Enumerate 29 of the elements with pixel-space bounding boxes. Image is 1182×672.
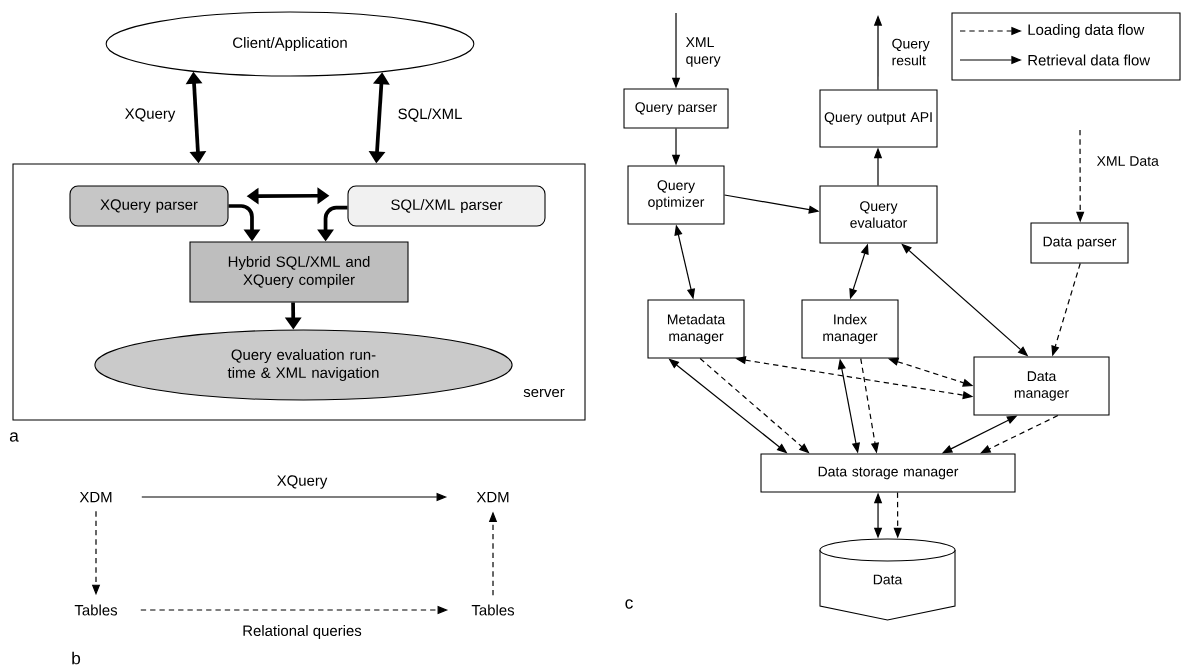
term-label: Tables (471, 604, 515, 616)
term-label: XDM (476, 491, 509, 503)
panel-letter: c (625, 599, 633, 609)
process-box: Data parser (1030, 222, 1129, 264)
edge-label: Relational queries (240, 623, 364, 641)
legend-entry: Retrieval data flow (959, 54, 1151, 66)
process-box: Index manager (801, 299, 899, 359)
legend-entry: Loading data flow (959, 24, 1145, 38)
term-label: XDM (79, 491, 112, 503)
edge-label: XQuery (123, 106, 177, 124)
process-box: Query output API (819, 89, 938, 148)
edge-label: XML query (684, 36, 729, 68)
edge-label: Query result (890, 37, 941, 67)
process-box: Data manager (973, 356, 1110, 416)
process-box: Data storage manager (760, 453, 1016, 493)
edge-label: SQL/XML (396, 106, 464, 124)
panel-letter: a (9, 432, 19, 442)
process-box: Query optimizer (627, 165, 725, 225)
process-box: Metadata manager (647, 299, 745, 359)
process-box: Query evaluator (819, 185, 938, 244)
panel-letter: b (72, 651, 81, 665)
parser-box: SQL/XML parser (347, 185, 546, 227)
database-cylinder: Data (819, 538, 956, 621)
edge-label: XQuery (275, 473, 329, 491)
edge-label: XML Data (1095, 154, 1161, 168)
term-label: Tables (74, 604, 118, 616)
process-box: Query parser (623, 88, 729, 129)
compiler-box: Hybrid SQL/XML and XQuery compiler (189, 241, 409, 303)
parser-box: XQuery parser (69, 185, 229, 227)
